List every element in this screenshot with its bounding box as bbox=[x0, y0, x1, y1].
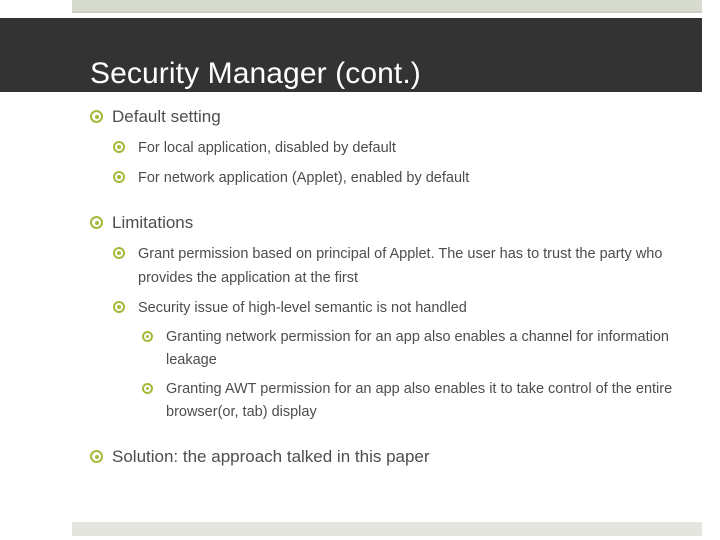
slide-title-bar: Security Manager (cont.) bbox=[0, 18, 702, 92]
slide-body: Default setting For local application, d… bbox=[0, 104, 720, 470]
bullet-item-solution: Solution: the approach talked in this pa… bbox=[0, 444, 720, 470]
ring-bullet-icon bbox=[142, 331, 153, 342]
ring-bullet-icon bbox=[90, 110, 103, 123]
ring-bullet-icon bbox=[113, 301, 125, 313]
bullet-text: For network application (Applet), enable… bbox=[138, 170, 470, 186]
bullet-text: Security issue of high-level semantic is… bbox=[138, 300, 467, 316]
bullet-text: Granting AWT permission for an app also … bbox=[166, 381, 673, 420]
spacer bbox=[0, 190, 720, 210]
top-strip-underline bbox=[72, 11, 702, 13]
bullet-item-network-application: For network application (Applet), enable… bbox=[0, 166, 720, 190]
bullet-item-grant-permission: Grant permission based on principal of A… bbox=[0, 242, 720, 290]
bullet-item-default-setting: Default setting bbox=[0, 104, 720, 130]
bullet-text: Grant permission based on principal of A… bbox=[138, 246, 663, 286]
page-title: Security Manager (cont.) bbox=[90, 57, 421, 90]
bullet-item-local-application: For local application, disabled by defau… bbox=[0, 136, 720, 160]
bullet-text: Default setting bbox=[112, 107, 221, 126]
ring-bullet-icon bbox=[90, 216, 103, 229]
bullet-item-awt-permission-browser: Granting AWT permission for an app also … bbox=[0, 378, 720, 424]
top-decorative-strip bbox=[72, 0, 702, 11]
bullet-text: Granting network permission for an app a… bbox=[166, 329, 669, 368]
ring-bullet-icon bbox=[113, 171, 125, 183]
spacer bbox=[0, 424, 720, 444]
ring-bullet-icon bbox=[90, 450, 103, 463]
ring-bullet-icon bbox=[113, 247, 125, 259]
bullet-item-limitations: Limitations bbox=[0, 210, 720, 236]
bullet-text: For local application, disabled by defau… bbox=[138, 140, 396, 156]
ring-bullet-icon bbox=[142, 383, 153, 394]
bottom-decorative-strip bbox=[72, 522, 702, 536]
bullet-text: Limitations bbox=[112, 213, 194, 232]
bullet-item-network-permission-leak: Granting network permission for an app a… bbox=[0, 326, 720, 372]
bullet-text: Solution: the approach talked in this pa… bbox=[112, 447, 430, 466]
ring-bullet-icon bbox=[113, 141, 125, 153]
bullet-item-security-issue: Security issue of high-level semantic is… bbox=[0, 296, 720, 320]
